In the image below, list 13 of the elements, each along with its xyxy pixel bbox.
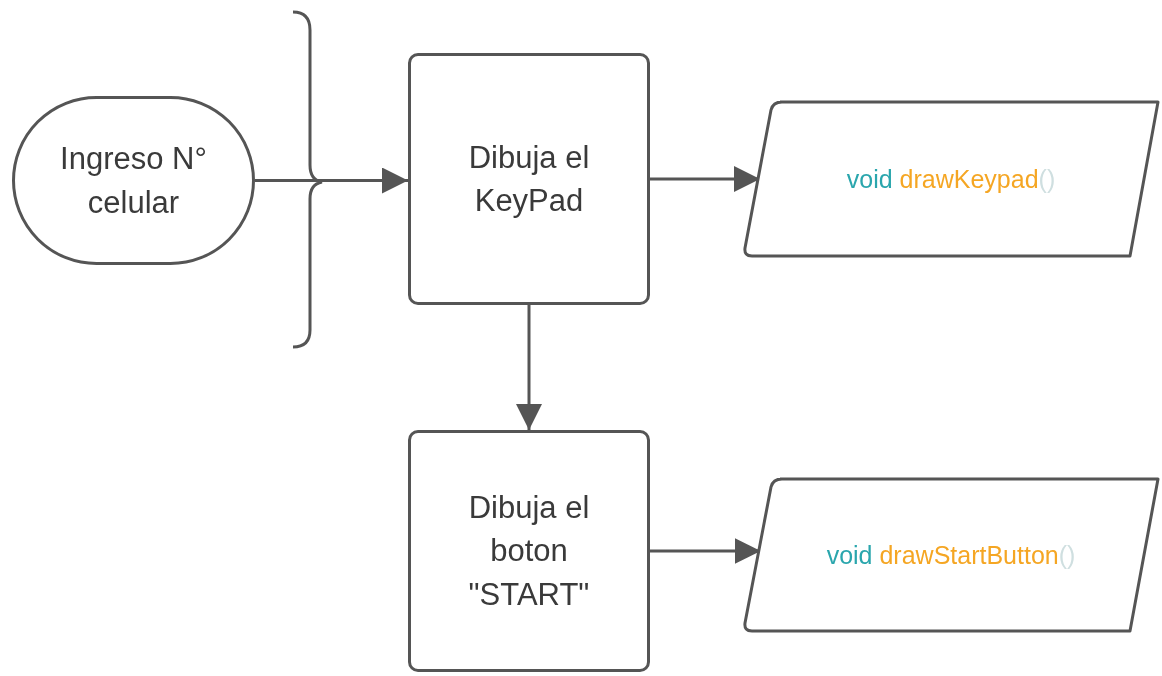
node-label: Dibuja el KeyPad	[467, 138, 591, 220]
arrow	[650, 166, 760, 192]
code-text: void drawKeypad()	[845, 163, 1057, 195]
arrow	[255, 167, 408, 194]
code-text: void drawStartButton()	[825, 539, 1077, 571]
data-parallelogram	[742, 477, 1160, 633]
node-label: Ingreso N° celular	[59, 140, 208, 222]
arrow	[650, 538, 761, 564]
node-label: Dibuja el boton "START"	[467, 488, 591, 614]
data-parallelogram	[742, 100, 1160, 258]
arrow	[516, 305, 542, 430]
process-box	[408, 430, 650, 672]
process-box	[408, 53, 650, 305]
